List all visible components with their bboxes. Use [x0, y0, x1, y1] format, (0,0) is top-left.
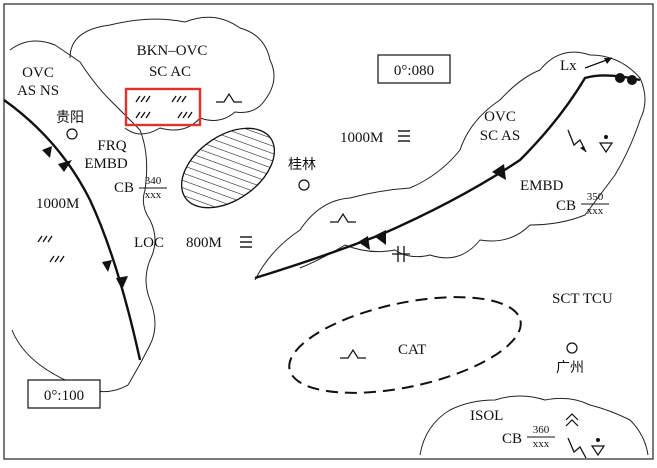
cold-front-left	[3, 99, 142, 361]
box-top-text: 0°:080	[394, 63, 434, 79]
front-triangle-7	[492, 164, 506, 180]
right-embd: EMBD	[520, 178, 564, 194]
guangzhou-marker	[566, 342, 578, 354]
icing-symbol-front	[392, 246, 410, 262]
cold-front-right	[254, 74, 641, 280]
right-cloud-l2: SC AS	[480, 128, 520, 144]
front-triangle-2	[58, 160, 72, 172]
isol-cloud-area	[419, 395, 649, 456]
mist-icon-guilin	[398, 130, 410, 142]
turbulence-icon-guilin	[330, 212, 356, 223]
shower-icon-bottom	[590, 445, 606, 457]
right-cb-top: 350	[587, 191, 604, 203]
right-cloud-l1: OVC	[484, 109, 516, 125]
box-left-text: 0°:100	[44, 388, 84, 404]
guangzhou-label: 广州	[556, 360, 584, 376]
thunderstorm-icon-bottom	[567, 437, 587, 459]
isol-cb-bottom: xxx	[533, 438, 550, 450]
loc-label: LOC	[134, 235, 164, 251]
right-cloud-area	[254, 51, 646, 281]
guilin-label: 桂林	[288, 157, 316, 173]
front-triangle-1	[42, 146, 52, 158]
left-embd: EMBD	[84, 156, 128, 172]
lx-arrowhead	[604, 58, 612, 64]
cat-area	[288, 296, 522, 394]
highlight-box	[124, 87, 202, 127]
front-triangle-4	[116, 276, 128, 290]
map-frame	[3, 3, 654, 460]
icing-symbols	[135, 95, 193, 119]
left-cb-top: 340	[145, 175, 162, 187]
turbulence-icon-top	[216, 92, 242, 103]
front-triangle-6	[374, 230, 386, 245]
left-cb-bottom: xxx	[145, 189, 162, 201]
shower-dot-right	[604, 135, 608, 139]
left-vis: 1000M	[36, 196, 79, 212]
left-cloud-l2: AS NS	[17, 83, 59, 99]
cat-label: CAT	[398, 342, 426, 358]
top-cloud-l2: SC AC	[149, 64, 191, 80]
box-left-frame	[27, 379, 101, 409]
guiyang-marker	[66, 128, 78, 140]
right-cb-bottom: xxx	[587, 205, 604, 217]
loc-vis: 800M	[186, 235, 222, 251]
thunderstorm-icon-right	[567, 129, 587, 153]
front-triangle-3	[102, 260, 112, 272]
left-cloud-l1: OVC	[22, 65, 54, 81]
mist-icon-loc	[240, 236, 252, 248]
left-cb-prefix: CB	[114, 180, 134, 196]
lx-label: Lx	[560, 58, 577, 74]
isol-label: ISOL	[470, 408, 503, 424]
turbulence-icon-cat	[340, 348, 366, 359]
right-cb-prefix: CB	[556, 198, 576, 214]
front-triangle-5	[358, 236, 370, 250]
guiyang-label: 贵阳	[56, 110, 84, 126]
guilin-vis: 1000M	[340, 130, 383, 146]
front-bump-2	[627, 75, 637, 85]
thunderstorm-arrowhead-right	[580, 146, 586, 152]
shower-icon-right	[598, 142, 614, 154]
isol-cb-prefix: CB	[502, 431, 522, 447]
sct-label: SCT TCU	[552, 291, 613, 307]
isol-cb-top: 360	[533, 424, 550, 436]
front-bump-1	[615, 73, 625, 83]
shower-dot-bottom	[596, 438, 600, 442]
top-cloud-area	[69, 16, 275, 135]
box-top-frame	[377, 54, 451, 84]
guilin-marker	[298, 179, 310, 191]
top-cloud-l1: BKN–OVC	[137, 43, 208, 59]
severe-turbulence-icon	[565, 413, 579, 427]
hatched-storm-area	[180, 127, 276, 209]
left-frq: FRQ	[97, 138, 126, 154]
left-icing-symbols	[37, 235, 65, 263]
